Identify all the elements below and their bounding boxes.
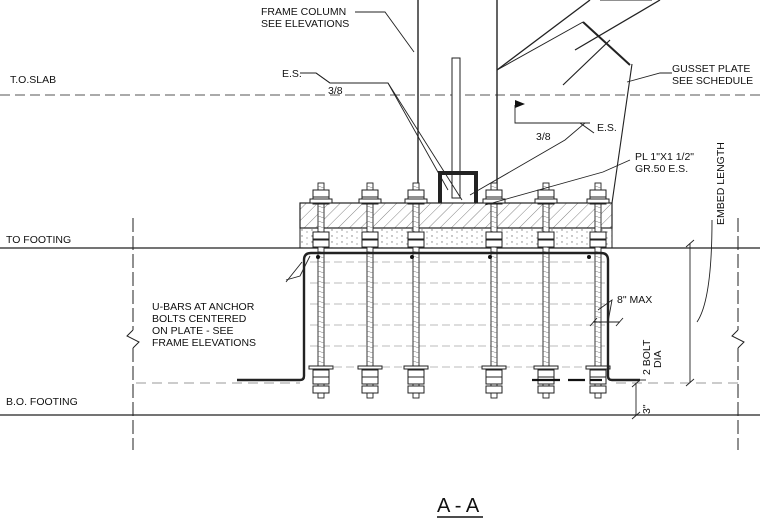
anchor-bolt-nut [312,231,330,240]
anchor-bolt-nut [589,231,607,240]
weld-symbols [315,72,595,134]
anchor-bolt-washer [586,198,610,204]
anchor-bolt-nut [361,239,379,248]
anchor-bolt-washer [481,365,507,370]
anchor-bolt-washer [308,365,334,370]
to-footing-label: TO FOOTING [6,234,71,246]
anchor-bolt-rod [366,182,374,399]
ubars-label-3: ON PLATE - SEE [152,325,234,337]
anchor-bolt-nut [485,231,503,240]
max-spacing-label: 8" MAX [617,294,652,306]
anchor-bolt-washer [358,198,382,204]
plate-label-2: GR.50 E.S. [635,163,688,175]
anchor-bolt-nut [589,369,607,378]
anchor-bolt-nut [485,189,503,198]
rebar-dots [316,255,591,259]
anchor-bolts [308,182,611,399]
anchor-bolt-nut [485,376,503,385]
anchor-bolt-nut [407,376,425,385]
anchor-bolt-washer [357,365,383,370]
anchor-bolt-nut [407,239,425,248]
u-bar [237,251,640,382]
anchor-bolt-rod [317,182,325,399]
anchor-bolt-nut [589,239,607,248]
base-plate [299,202,613,229]
anchor-bolt-rod [542,182,550,399]
anchor-bolt-nut [312,239,330,248]
bo-footing-label: B.O. FOOTING [6,396,78,408]
rebar-grid [310,261,605,368]
gusset-brace [496,0,661,204]
tos-label: T.O.SLAB [10,74,56,86]
anchor-bolt-nut [312,376,330,385]
grout-layer [299,227,613,249]
clearance-label: 3" [641,404,653,414]
anchor-bolt-nut [361,376,379,385]
anchor-bolt-nut [537,231,555,240]
plate-label-1: PL 1"X1 1/2" [635,151,694,163]
frame-column [417,0,498,203]
ubars-label-4: FRAME ELEVATIONS [152,337,256,349]
weld-es-right: E.S. [597,122,617,134]
anchor-bolt-washer [482,198,506,204]
anchor-bolt-washer [585,365,611,370]
anchor-bolt-nut [407,231,425,240]
anchor-bolt-nut [537,369,555,378]
anchor-bolt-nut [589,189,607,198]
anchor-bolt-nut [407,385,425,394]
anchor-bolt-washer [533,365,559,370]
anchor-bolt-washer [534,198,558,204]
anchor-bolt-washer [404,198,428,204]
bolt-dia-label-1: 2 BOLT [641,339,653,375]
embed-length-label: EMBED LENGTH [715,142,727,225]
anchor-bolt-nut [312,369,330,378]
anchor-bolt-nut [589,385,607,394]
dimension-lines [589,239,695,420]
field-weld-flag [515,100,525,108]
anchor-bolt-nut [361,385,379,394]
weld-size-right: 3/8 [536,131,551,143]
gusset-label-2: SEE SCHEDULE [672,75,753,87]
anchor-bolt-nut [485,239,503,248]
bolt-dia-label-2: DIA [652,350,664,368]
anchor-bolt-nut [485,385,503,394]
anchor-bolt-nut [537,385,555,394]
frame-column-label-2: SEE ELEVATIONS [261,18,349,30]
anchor-bolt-nut [312,385,330,394]
anchor-bolt-nut [407,189,425,198]
section-title: A - A [437,495,480,517]
anchor-bolt-nut [312,189,330,198]
anchor-bolt-nut [537,239,555,248]
anchor-bolt-nut [361,231,379,240]
weld-size-left: 3/8 [328,85,343,97]
anchor-bolt-nut [537,189,555,198]
anchor-bolt-nut [361,189,379,198]
anchor-bolt-rod [490,182,498,399]
ubars-label-2: BOLTS CENTERED [152,313,247,325]
weld-es-left: E.S. [282,68,302,80]
anchor-bolt-washer [403,365,429,370]
gusset-label-1: GUSSET PLATE [672,63,750,75]
frame-column-label-1: FRAME COLUMN [261,6,346,18]
ubars-label-1: U-BARS AT ANCHOR [152,301,255,313]
anchor-bolt-rod [594,182,602,399]
anchor-bolt-nut [485,369,503,378]
anchor-bolt-washer [309,198,333,204]
anchor-bolt-nut [361,369,379,378]
anchor-bolt-rod [412,182,420,399]
anchor-bolt-nut [407,369,425,378]
